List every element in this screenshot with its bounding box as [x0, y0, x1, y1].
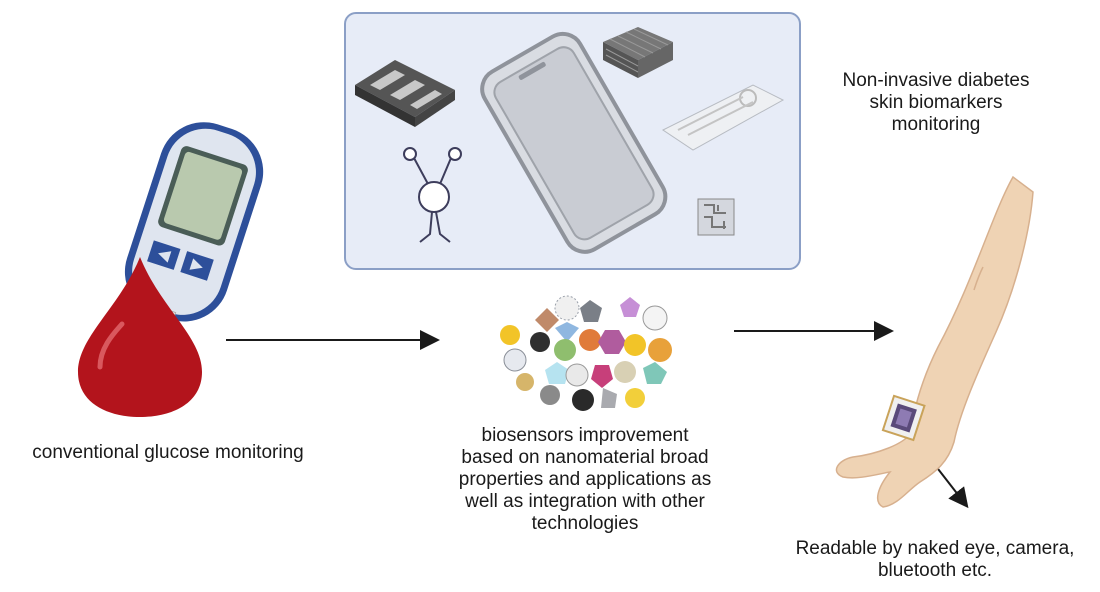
test-strip-icon [662, 84, 785, 151]
readable-output-label: Readable by naked eye, camera, bluetooth… [795, 538, 1075, 581]
nanoparticles-cluster-icon [500, 295, 672, 411]
circuit-chip-icon [355, 60, 455, 127]
smartphone-icon [480, 31, 668, 254]
blood-drop-icon [78, 257, 202, 417]
pcb-icon [697, 198, 735, 236]
glucose-meter-icon [124, 122, 264, 356]
microfluidic-channel-icon [403, 147, 462, 243]
biosensors-improvement-label: biosensors improvement based on nanomate… [458, 425, 712, 534]
nanostructure-block-icon [603, 27, 673, 78]
conventional-monitoring-label: conventional glucose monitoring [32, 442, 304, 463]
noninvasive-monitoring-label: Non-invasive diabetes skin biomarkers mo… [842, 70, 1030, 135]
arm-with-patch-icon [835, 175, 1034, 508]
